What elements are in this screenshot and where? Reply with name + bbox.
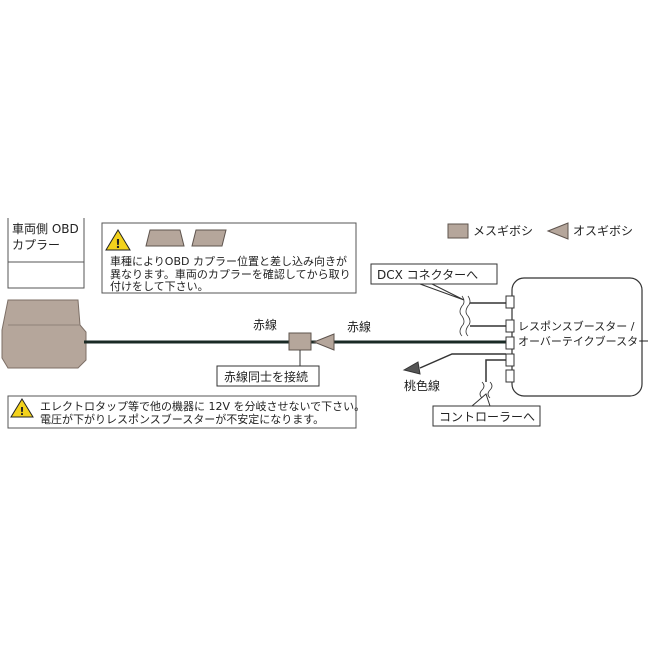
pink-wire-label: 桃色線 (404, 378, 440, 393)
unit-label-line1: レスポンスブースター / (518, 319, 635, 333)
dcx-callout: DCX コネクターへ (370, 263, 498, 301)
warning-icon (105, 229, 131, 251)
coupler-label-line1: 車両側 OBD (12, 222, 79, 236)
booster-unit: レスポンスブースター / オーバーテイクブースター (505, 277, 649, 397)
join-label: 赤線同士を接続 (224, 369, 308, 384)
controller-label: コントローラーへ (439, 410, 535, 424)
legend-male-swatch (546, 222, 569, 240)
red-wire-label-right: 赤線 (347, 319, 371, 334)
svg-text:!: ! (115, 237, 120, 251)
obd-connector (1, 299, 87, 369)
pink-wire: 桃色線 (402, 353, 506, 393)
female-connector (288, 332, 312, 351)
legend-female-swatch (447, 223, 469, 239)
notice-bottom-line1: エレクトロタップ等で他の機器に 12V を分岐させないで下さい。 (40, 399, 365, 413)
notice-top-line3: 付けをして下さい。 (110, 280, 209, 293)
controller-wire (479, 359, 506, 399)
legend: メスギボシ オスギボシ (447, 222, 633, 240)
dcx-label: DCX コネクターへ (377, 268, 478, 282)
notice-bottom-line2: 電圧が下がりレスポンスブースターが不安定になります。 (40, 412, 324, 426)
svg-text:!: ! (19, 405, 24, 418)
notice-top-line1: 車種によりOBD カプラー位置と差し込み向きが (110, 254, 347, 268)
dcx-wires (459, 295, 506, 337)
legend-female-label: メスギボシ (473, 224, 533, 238)
obd-coupler-label-box: 車両側 OBD カプラー (7, 218, 85, 289)
unit-label-line2: オーバーテイクブースター (518, 334, 649, 348)
coupler-shape-b (191, 229, 227, 247)
male-connector (312, 333, 335, 351)
controller-callout: コントローラーへ (432, 393, 541, 427)
notice-bottom-box: ! エレクトロタップ等で他の機器に 12V を分岐させないで下さい。 電圧が下が… (7, 395, 365, 429)
coupler-label-line2: カプラー (12, 238, 60, 252)
red-wire-label-left: 赤線 (253, 317, 277, 332)
coupler-shape-a (145, 229, 185, 247)
notice-top-box: ! 車種によりOBD カプラー位置と差し込み向きが 異なります。車両のカプラーを… (101, 222, 357, 294)
legend-male-label: オスギボシ (573, 224, 633, 238)
join-callout: 赤線同士を接続 (216, 350, 320, 387)
notice-top-line2: 異なります。車両のカプラーを確認してから取り (110, 267, 351, 281)
warning-icon-bottom (10, 398, 34, 418)
